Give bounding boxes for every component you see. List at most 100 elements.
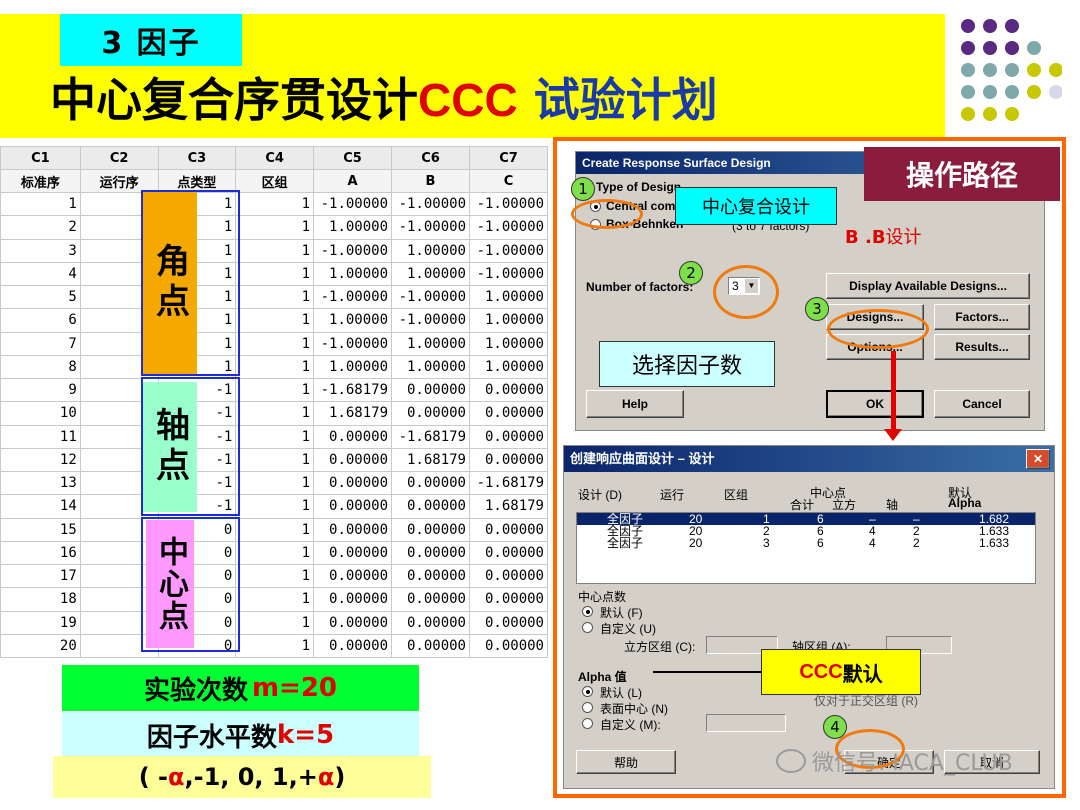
cell[interactable]: 14 xyxy=(0,494,81,519)
cell[interactable]: 1 xyxy=(235,470,315,496)
cell[interactable]: 0.00000 xyxy=(313,494,393,519)
column-id-5[interactable]: C5 xyxy=(313,146,393,170)
cell[interactable]: 1.00000 xyxy=(469,308,548,333)
cell[interactable] xyxy=(79,633,159,659)
cell[interactable]: -1.00000 xyxy=(313,191,393,217)
alpha-default-radio[interactable] xyxy=(582,686,593,697)
cell[interactable]: 0.00000 xyxy=(313,563,393,589)
cell[interactable]: 0.00000 xyxy=(313,517,393,542)
cell[interactable]: 1.00000 xyxy=(391,331,470,356)
cell[interactable]: -1.00000 xyxy=(469,191,548,217)
close-icon[interactable]: ✕ xyxy=(1026,449,1050,469)
column-name-7[interactable]: C xyxy=(469,169,548,193)
cell[interactable]: 12 xyxy=(0,447,81,473)
cell[interactable]: 3 xyxy=(0,238,81,263)
cell[interactable]: 0.00000 xyxy=(313,587,393,612)
cell[interactable]: 1 xyxy=(235,494,315,519)
cell[interactable]: -1.68179 xyxy=(469,470,548,496)
cell[interactable]: 8 xyxy=(0,354,81,380)
cell[interactable]: 0.00000 xyxy=(469,587,548,612)
cell[interactable]: 1 xyxy=(0,191,81,217)
cell[interactable]: 1 xyxy=(235,331,315,356)
cell[interactable]: 0.00000 xyxy=(313,633,393,659)
cell[interactable]: 1 xyxy=(235,191,315,217)
cell[interactable]: 1.68179 xyxy=(313,401,393,426)
factors-button[interactable]: Factors... xyxy=(934,304,1030,330)
cell[interactable]: 0.00000 xyxy=(313,540,393,566)
cell[interactable]: 0.00000 xyxy=(469,377,548,403)
cell[interactable]: 1.00000 xyxy=(469,354,548,380)
cell[interactable]: 0.00000 xyxy=(391,540,470,566)
cell[interactable]: 0.00000 xyxy=(313,447,393,473)
cell[interactable]: 7 xyxy=(0,331,81,356)
cell[interactable]: 0.00000 xyxy=(469,610,548,635)
cell[interactable]: 0.00000 xyxy=(391,610,470,635)
cell[interactable]: 17 xyxy=(0,563,81,589)
cell[interactable]: 1.00000 xyxy=(391,354,470,380)
cell[interactable]: -1.68179 xyxy=(391,424,470,449)
cell[interactable]: -1.00000 xyxy=(313,238,393,263)
cell[interactable]: 6 xyxy=(0,308,81,333)
help-button[interactable]: Help xyxy=(586,390,684,418)
cell[interactable]: 19 xyxy=(0,610,81,635)
cell[interactable]: 1 xyxy=(235,447,315,473)
cell[interactable]: 1 xyxy=(235,308,315,333)
cell[interactable]: 0.00000 xyxy=(469,424,548,449)
help-button-cn[interactable]: 帮助 xyxy=(576,750,676,774)
cell[interactable]: 20 xyxy=(0,633,81,659)
cell[interactable]: 1.68179 xyxy=(469,494,548,519)
cell[interactable]: 13 xyxy=(0,470,81,496)
cell[interactable]: 1 xyxy=(235,540,315,566)
column-id-7[interactable]: C7 xyxy=(469,146,548,170)
column-name-6[interactable]: B xyxy=(391,169,470,193)
cell[interactable]: 1 xyxy=(235,284,315,310)
cell[interactable]: 9 xyxy=(0,377,81,403)
cell[interactable]: 0.00000 xyxy=(469,447,548,473)
cell[interactable]: 1.00000 xyxy=(313,308,393,333)
cell[interactable]: 0.00000 xyxy=(469,633,548,659)
cell[interactable]: -1.00000 xyxy=(313,331,393,356)
column-id-4[interactable]: C4 xyxy=(235,146,315,170)
cell[interactable]: 0.00000 xyxy=(313,610,393,635)
cell[interactable]: 1 xyxy=(235,215,315,240)
column-id-3[interactable]: C3 xyxy=(157,146,237,170)
display-designs-button[interactable]: Display Available Designs... xyxy=(826,273,1030,299)
cell[interactable]: 0.00000 xyxy=(391,633,470,659)
results-button[interactable]: Results... xyxy=(934,334,1030,360)
cell[interactable]: 0.00000 xyxy=(313,470,393,496)
cell[interactable]: 4 xyxy=(0,261,81,287)
alpha-custom-input[interactable] xyxy=(706,714,786,732)
alpha-face-radio[interactable] xyxy=(582,702,593,713)
cell[interactable]: 1 xyxy=(235,587,315,612)
cell[interactable]: -1.00000 xyxy=(313,284,393,310)
cell[interactable]: 1 xyxy=(235,424,315,449)
cell[interactable]: 1 xyxy=(235,377,315,403)
cell[interactable]: 1.00000 xyxy=(469,331,548,356)
cell[interactable]: 1.00000 xyxy=(391,238,470,263)
cell[interactable]: 0.00000 xyxy=(391,563,470,589)
column-name-1[interactable]: 标准序 xyxy=(0,169,81,193)
cube-block-input[interactable] xyxy=(706,636,778,654)
cell[interactable]: 1 xyxy=(235,633,315,659)
cell[interactable]: 16 xyxy=(0,540,81,566)
cell[interactable]: 0.00000 xyxy=(469,401,548,426)
cell[interactable]: 15 xyxy=(0,517,81,542)
cell[interactable]: -1.00000 xyxy=(469,238,548,263)
cell[interactable]: 1 xyxy=(235,517,315,542)
alpha-custom-radio[interactable] xyxy=(582,718,593,729)
center-default-radio[interactable] xyxy=(582,606,593,617)
cancel-button-cn[interactable]: 取消 xyxy=(944,750,1040,774)
column-name-5[interactable]: A xyxy=(313,169,393,193)
cell[interactable]: 0.00000 xyxy=(469,540,548,566)
column-name-4[interactable]: 区组 xyxy=(235,169,315,193)
cell[interactable]: 1.00000 xyxy=(391,261,470,287)
cell[interactable]: 0.00000 xyxy=(313,424,393,449)
cell[interactable]: 1 xyxy=(235,261,315,287)
cell[interactable]: 1 xyxy=(235,354,315,380)
cell[interactable] xyxy=(79,610,159,635)
cell[interactable]: 11 xyxy=(0,424,81,449)
